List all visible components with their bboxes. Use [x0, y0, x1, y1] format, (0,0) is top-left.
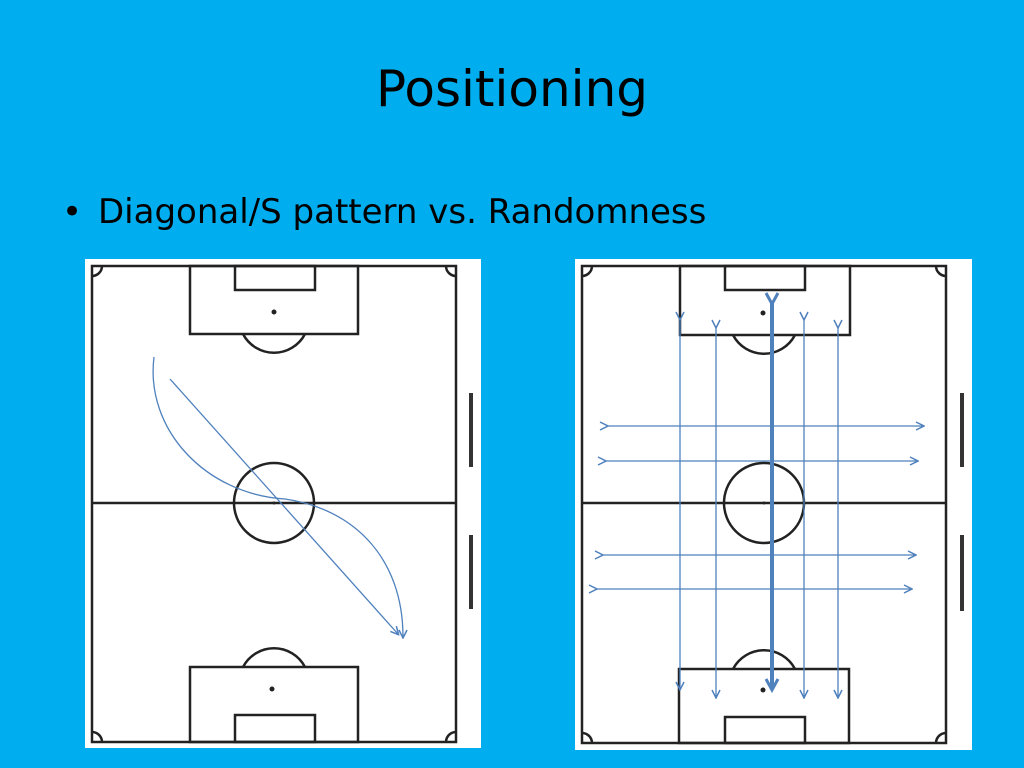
corner-arc-br	[444, 730, 457, 743]
top-penalty-arc	[731, 334, 797, 355]
corner-arc-tl	[581, 265, 594, 278]
bottom-penalty-spot	[760, 687, 766, 693]
top-penalty-arc	[241, 333, 307, 354]
pitch-svg-left	[90, 264, 458, 744]
slide-title: Positioning	[376, 60, 648, 118]
center-circle	[232, 461, 316, 545]
top-penalty-spot	[271, 309, 277, 315]
goal-bars-left	[469, 393, 473, 609]
bottom-penalty-spot	[269, 686, 275, 692]
pitch-diagram-random	[575, 259, 972, 750]
center-spot	[272, 501, 276, 505]
diagonal-run	[169, 378, 398, 634]
corner-arc-tr	[934, 265, 947, 278]
bottom-penalty-arc	[241, 647, 307, 668]
bullet-dot: •	[62, 192, 83, 232]
corner-arc-tr	[444, 265, 457, 278]
top-goal-area	[233, 264, 317, 292]
top-penalty-spot	[760, 310, 766, 316]
corner-arc-tl	[91, 265, 104, 278]
top-penalty-area	[678, 264, 852, 337]
bottom-goal-area	[233, 713, 317, 744]
corner-arc-br	[934, 731, 947, 744]
top-goal-area	[723, 264, 807, 292]
center-spot	[762, 501, 766, 505]
corner-arc-bl	[91, 730, 104, 743]
bullet-item: • Diagonal/S pattern vs. Randomness	[62, 192, 706, 232]
goal-bars-right	[960, 393, 964, 611]
pitch-svg-right	[580, 264, 948, 745]
corner-arc-bl	[581, 731, 594, 744]
bottom-goal-area	[723, 715, 807, 745]
s-pattern-run	[152, 356, 403, 637]
top-penalty-area	[188, 264, 360, 336]
bottom-penalty-area	[677, 667, 851, 745]
bottom-penalty-arc	[731, 649, 797, 670]
bullet-text: Diagonal/S pattern vs. Randomness	[98, 192, 707, 232]
bottom-penalty-area	[188, 665, 360, 744]
pitch-diagram-diagonal	[85, 259, 481, 748]
